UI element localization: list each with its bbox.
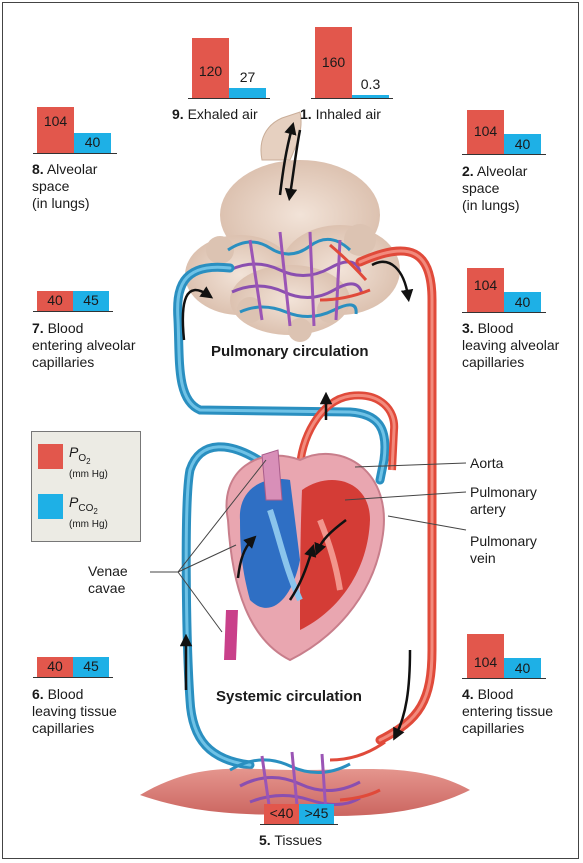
baseline	[33, 153, 117, 154]
legend-po2: PO2	[69, 444, 91, 466]
exhaled-air-label: 9. Exhaled air	[172, 106, 258, 123]
co2-bar: >45	[299, 804, 334, 824]
legend-unit: (mm Hg)	[69, 469, 108, 480]
systemic-circulation-label: Systemic circulation	[216, 688, 362, 705]
aorta-label: Aorta	[470, 455, 503, 472]
o2-bar: 104	[37, 107, 74, 153]
o2-bar: <40	[264, 804, 299, 824]
o2-bar: 160	[315, 27, 352, 98]
o2-bar: 40	[37, 291, 73, 311]
gauge-leaving-tissue: 40 45	[37, 657, 109, 677]
baseline	[311, 98, 393, 99]
baseline	[33, 677, 113, 678]
legend-unit: (mm Hg)	[69, 519, 108, 530]
o2-bar: 104	[467, 110, 504, 154]
o2-bar: 104	[467, 268, 504, 312]
pulmonary-circulation-label: Pulmonary circulation	[211, 343, 369, 360]
baseline	[462, 312, 546, 313]
co2-bar: 45	[73, 291, 109, 311]
pulmonary-artery-label: Pulmonary artery	[470, 484, 537, 518]
o2-bar: 40	[37, 657, 73, 677]
legend: PO2 (mm Hg) PCO2 (mm Hg)	[31, 431, 141, 542]
gauge-inhaled-air: 160 0.3	[315, 27, 389, 98]
pulmonary-vein-label: Pulmonary vein	[470, 533, 537, 567]
co2-bar: 40	[504, 134, 541, 154]
baseline	[33, 311, 113, 312]
alveolar-left-label: 8. Alveolar space (in lungs)	[32, 161, 97, 212]
gauge-entering-alveolar: 40 45	[37, 291, 109, 311]
entering-alveolar-label: 7. Blood entering alveolar capillaries	[32, 320, 136, 371]
gauge-tissues: <40 >45	[264, 804, 334, 824]
co2-bar: 45	[73, 657, 109, 677]
gauge-exhaled-air: 120 27	[192, 38, 266, 98]
entering-tissue-label: 4. Blood entering tissue capillaries	[462, 686, 553, 737]
baseline	[462, 154, 546, 155]
heart	[224, 450, 384, 660]
baseline	[462, 678, 546, 679]
inhaled-air-label: 1. Inhaled air	[300, 106, 381, 123]
leaving-alveolar-label: 3. Blood leaving alveolar capillaries	[462, 320, 559, 371]
co2-bar: 40	[74, 133, 111, 153]
o2-bar: 104	[467, 634, 504, 678]
tissues-label: 5. Tissues	[259, 832, 322, 849]
leaving-tissue-label: 6. Blood leaving tissue capillaries	[32, 686, 117, 737]
gauge-alveolar-left: 104 40	[37, 107, 111, 153]
co2-bar: 40	[504, 658, 541, 678]
co2-bar: 40	[504, 292, 541, 312]
gauge-entering-tissue: 104 40	[467, 634, 541, 678]
baseline	[188, 98, 270, 99]
legend-pco2: PCO2	[69, 494, 98, 516]
venae-cavae-label: Venae cavae	[88, 563, 128, 597]
co2-bar: 27	[229, 88, 266, 98]
gauge-leaving-alveolar: 104 40	[467, 268, 541, 312]
o2-bar: 120	[192, 38, 229, 98]
alveolar-right-label: 2. Alveolar space (in lungs)	[462, 163, 527, 214]
o2-swatch	[38, 444, 63, 469]
baseline	[260, 824, 338, 825]
gauge-alveolar-right: 104 40	[467, 110, 541, 154]
co2-swatch	[38, 494, 63, 519]
